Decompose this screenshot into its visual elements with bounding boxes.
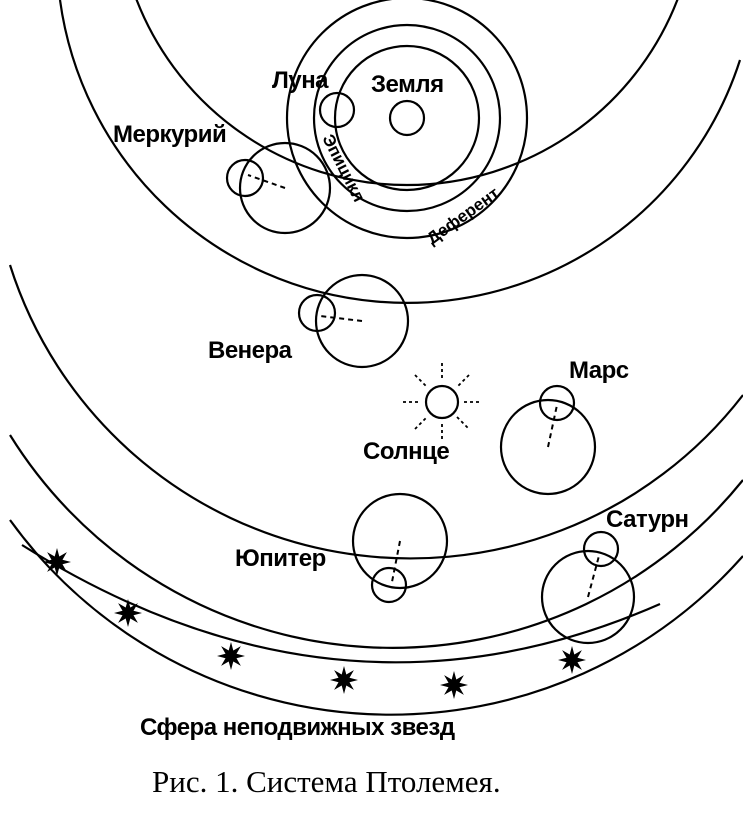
label-moon: Луна	[272, 67, 329, 94]
saturn-radius	[587, 551, 601, 598]
fixed-stars	[43, 548, 586, 699]
jupiter-planet	[370, 566, 408, 604]
mars-radius	[547, 404, 558, 448]
saturn-epicycle	[540, 549, 636, 645]
mars-planet	[538, 384, 576, 422]
sphere-of-fixed-stars	[21, 544, 661, 664]
fixed-star-icon	[558, 646, 586, 674]
venus-radius	[319, 315, 363, 322]
venus-epicycle	[314, 273, 410, 369]
figure-caption: Рис. 1. Система Птолемея.	[152, 764, 501, 799]
label-mars: Марс	[569, 357, 629, 384]
saturn-planet	[582, 530, 620, 568]
label-mercury: Меркурий	[113, 121, 226, 148]
orbit-moon-deferent	[285, 0, 529, 240]
mercury-epicycle	[238, 141, 332, 235]
label-venus: Венера	[208, 337, 293, 364]
label-sphere-of-fixed-stars: Сфера неподвижных звезд	[140, 714, 455, 741]
fixed-star-icon	[43, 548, 71, 576]
venus-planet	[297, 293, 337, 333]
orbit-mercury	[333, 44, 481, 192]
label-jupiter: Юпитер	[235, 545, 326, 572]
fixed-star-icon	[330, 666, 358, 694]
fixed-star-icon	[440, 671, 468, 699]
jupiter-epicycle	[351, 492, 449, 590]
fixed-star-icon	[217, 642, 245, 670]
orbit-sun	[135, 0, 679, 187]
sun-disk	[424, 384, 460, 420]
mercury-planet	[225, 158, 265, 198]
orbit-saturn	[9, 434, 743, 649]
orbit-venus	[312, 23, 502, 213]
moon-circle	[318, 91, 356, 129]
label-saturn: Сатурн	[606, 506, 689, 533]
mercury-radius	[247, 174, 286, 189]
jupiter-radius	[391, 540, 401, 583]
orbits	[8, 0, 743, 716]
label-sun: Солнце	[363, 438, 449, 465]
earth-circle	[388, 99, 426, 137]
orbit-jupiter	[8, 264, 743, 560]
mars-epicycle	[499, 398, 597, 496]
fixed-star-icon	[114, 599, 142, 627]
epicycle-radii	[247, 174, 601, 598]
orbit-mars	[58, 0, 742, 304]
orbit-outer	[9, 519, 743, 716]
sun-rays	[403, 363, 481, 441]
label-earth: Земля	[371, 71, 444, 98]
